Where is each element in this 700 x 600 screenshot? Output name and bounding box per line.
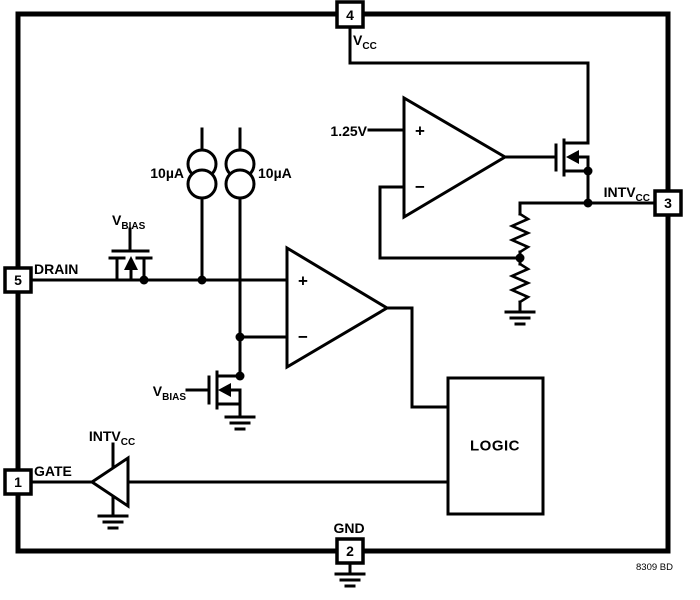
gnd-label: GND	[333, 520, 364, 536]
pin-4: 4	[335, 0, 365, 29]
vbias-m1-label: VBIAS	[112, 212, 146, 232]
ref-code: 8309 BD	[636, 562, 673, 573]
body-arrow-icon	[124, 256, 138, 270]
intvcc-pin-label: INTVCC	[604, 184, 650, 204]
comparator-reference: + −	[402, 95, 508, 220]
comparator-main: + −	[285, 245, 390, 370]
junction-dot	[235, 371, 245, 381]
pin-2: 2	[335, 537, 365, 565]
driver-intvcc-label: INTVCC	[89, 428, 135, 448]
pin-number: 3	[664, 195, 672, 211]
drain-label: DRAIN	[34, 261, 78, 277]
pin-5: 5	[3, 266, 33, 294]
ground-symbol	[504, 310, 536, 326]
logic-label: LOGIC	[470, 438, 520, 455]
mosfet-m1-vbias	[108, 227, 153, 282]
resistor-r1	[508, 212, 532, 254]
current-source-2-label: 10µA	[258, 165, 292, 181]
junction-dot	[515, 253, 525, 263]
pin-3: 3	[653, 189, 683, 217]
junction-dot	[139, 275, 149, 285]
minus-sign: −	[415, 178, 425, 197]
junction-dots	[139, 166, 593, 381]
junction-dot	[235, 332, 245, 342]
wire-comparator-output	[385, 306, 450, 409]
junction-dot	[583, 198, 593, 208]
body-arrow-icon	[218, 383, 231, 397]
pin-number: 1	[14, 474, 22, 490]
plus-sign: +	[415, 122, 425, 141]
resistor-r2	[508, 262, 532, 304]
body-arrow-icon	[566, 150, 579, 164]
pin-1: 1	[3, 468, 33, 496]
vbias-m2-label: VBIAS	[153, 383, 187, 403]
ground-symbol	[97, 514, 129, 530]
wire-feedback	[378, 185, 522, 260]
minus-sign: −	[298, 328, 308, 347]
reference-label: 1.25V	[330, 123, 367, 139]
ground-symbol	[224, 415, 256, 431]
current-source-1	[186, 148, 218, 200]
wire-vcc	[348, 25, 590, 145]
ground-symbol	[334, 572, 366, 588]
current-source-1-label: 10µA	[150, 165, 184, 181]
gate-driver	[89, 455, 130, 530]
pin-number: 4	[346, 7, 354, 23]
logic-block: LOGIC	[446, 376, 545, 516]
pin-number: 5	[14, 272, 22, 288]
current-source-2	[224, 148, 256, 200]
vcc-label: VCC	[353, 32, 377, 52]
mosfet-pass	[554, 138, 590, 177]
junction-dot	[583, 166, 593, 176]
gate-label: GATE	[34, 463, 72, 479]
junction-dot	[197, 275, 207, 285]
resistor-divider	[504, 212, 536, 326]
pin-number: 2	[346, 543, 354, 559]
plus-sign: +	[298, 272, 308, 291]
mosfet-m2-vbias	[185, 370, 256, 431]
